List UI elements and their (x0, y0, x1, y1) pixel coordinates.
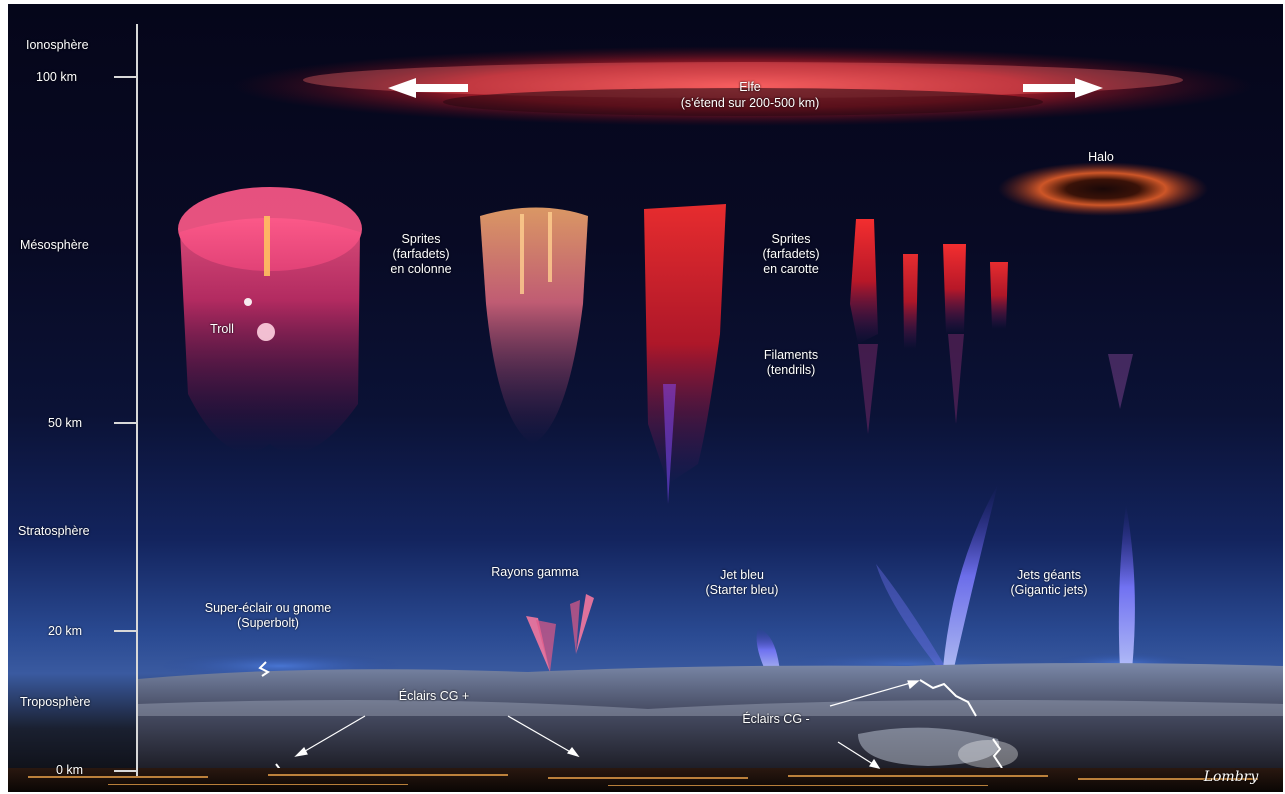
label-troll: Troll (202, 322, 242, 337)
layer-mesosphere: Mésosphère (20, 238, 89, 253)
label-blue-jet: Jet bleu (Starter bleu) (692, 568, 792, 598)
altitude-axis (136, 24, 138, 776)
halo-ring (998, 162, 1208, 216)
label-cg-positive: Éclairs CG + (384, 689, 484, 704)
atmosphere-diagram: Ionosphère 100 km Mésosphère 50 km Strat… (8, 4, 1283, 792)
cloud-layer (138, 663, 1283, 774)
altitude-20km: 20 km (48, 624, 82, 639)
superbolt-line1: Super-éclair ou gnome (178, 601, 358, 616)
troll-sprite (178, 187, 362, 453)
label-gigantic-jets: Jets géants (Gigantic jets) (994, 568, 1104, 598)
label-cg-negative: Éclairs CG - (726, 712, 826, 727)
blue-jet-line2: (Starter bleu) (692, 583, 792, 598)
sprites-carrot-line3: en carotte (746, 262, 836, 277)
filaments-line2: (tendrils) (746, 363, 836, 378)
sprites-column-line2: (farfadets) (376, 247, 466, 262)
gigantic-jets-line2: (Gigantic jets) (994, 583, 1104, 598)
label-sprites-column: Sprites (farfadets) en colonne (376, 232, 466, 277)
label-sprites-carrot: Sprites (farfadets) en carotte (746, 232, 836, 277)
altitude-50km: 50 km (48, 416, 82, 431)
blue-jet-line1: Jet bleu (692, 568, 792, 583)
label-filaments: Filaments (tendrils) (746, 348, 836, 378)
superbolt-line2: (Superbolt) (178, 616, 358, 631)
tick-50km (114, 422, 136, 424)
tick-100km (114, 76, 136, 78)
blue-jet (757, 628, 780, 672)
altitude-0km: 0 km (56, 763, 83, 778)
gamma-rays (526, 594, 594, 672)
sprites-carrot-line1: Sprites (746, 232, 836, 247)
column-sprite (480, 208, 588, 445)
layer-stratosphere: Stratosphère (18, 524, 90, 539)
illustration (8, 4, 1283, 792)
label-superbolt: Super-éclair ou gnome (Superbolt) (178, 601, 358, 631)
tick-0km (114, 770, 136, 772)
sprites-column-line3: en colonne (376, 262, 466, 277)
sprites-carrot-line2: (farfadets) (746, 247, 836, 262)
sprites-column-line1: Sprites (376, 232, 466, 247)
red-sprite (644, 204, 726, 504)
label-elfe: Elfe (700, 80, 800, 95)
label-halo: Halo (1066, 150, 1136, 165)
gigantic-jets-line1: Jets géants (994, 568, 1104, 583)
label-elfe-extent: (s'étend sur 200-500 km) (650, 96, 850, 111)
tick-20km (114, 630, 136, 632)
credit-signature: Lombry (1196, 770, 1266, 785)
layer-ionosphere: Ionosphère (26, 38, 89, 53)
carrot-sprites (850, 219, 1133, 434)
altitude-100km: 100 km (36, 70, 77, 85)
layer-troposphere: Troposphère (20, 695, 90, 710)
filaments-line1: Filaments (746, 348, 836, 363)
label-gamma-rays: Rayons gamma (480, 565, 590, 580)
